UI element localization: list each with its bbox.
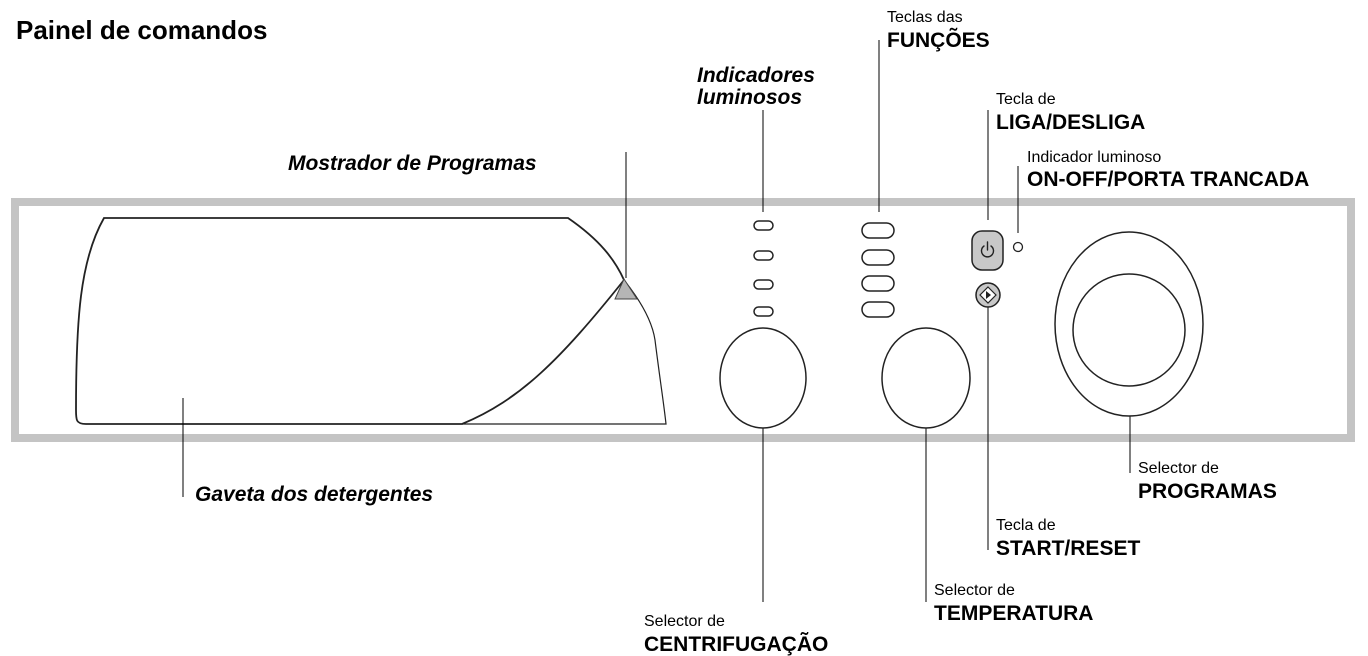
diagram-title: Painel de comandos — [16, 15, 268, 45]
power-icon — [980, 241, 995, 258]
temperature-selector-knob[interactable] — [881, 327, 971, 429]
label-indicators-line2: luminosos — [697, 86, 803, 109]
label-function-keys-small: Teclas das — [887, 9, 963, 26]
drawer-side-panel — [462, 279, 667, 425]
label-spin-selector-small: Selector de — [644, 613, 725, 630]
on-off-indicator-lamp — [1012, 241, 1024, 253]
label-function-keys-bold: FUNÇÕES — [887, 29, 990, 52]
label-on-off-indicator-bold: ON-OFF/PORTA TRANCADA — [1027, 168, 1310, 191]
spin-selector-knob[interactable] — [719, 327, 807, 429]
program-selector-knob[interactable] — [1072, 273, 1186, 387]
label-program-display: Mostrador de Programas — [288, 152, 537, 175]
label-start-reset-bold: START/RESET — [996, 537, 1141, 560]
label-temperature-selector-small: Selector de — [934, 582, 1015, 599]
indicator-lamp — [753, 279, 774, 290]
indicator-lamp — [753, 220, 774, 231]
indicator-lamp — [753, 250, 774, 261]
leader-lines — [182, 40, 1131, 602]
function-button[interactable] — [861, 249, 895, 266]
function-button[interactable] — [861, 301, 895, 318]
label-power-key-small: Tecla de — [996, 91, 1056, 108]
label-on-off-indicator-small: Indicador luminoso — [1027, 149, 1162, 166]
label-spin-selector-bold: CENTRIFUGAÇÃO — [644, 633, 829, 656]
function-button[interactable] — [861, 222, 895, 239]
label-power-key-bold: LIGA/DESLIGA — [996, 111, 1146, 134]
label-temperature-selector-bold: TEMPERATURA — [934, 602, 1094, 625]
function-button[interactable] — [861, 275, 895, 292]
detergent-drawer — [75, 217, 626, 425]
label-start-reset-small: Tecla de — [996, 517, 1056, 534]
indicator-lamp — [753, 306, 774, 317]
label-program-selector-small: Selector de — [1138, 460, 1219, 477]
label-program-selector-bold: PROGRAMAS — [1138, 480, 1277, 503]
start-pause-icon — [979, 286, 997, 304]
label-indicators-line1: Indicadores — [697, 64, 815, 87]
panel-frame — [11, 198, 1355, 442]
label-detergent-drawer: Gaveta dos detergentes — [195, 483, 434, 506]
program-display — [614, 277, 638, 300]
